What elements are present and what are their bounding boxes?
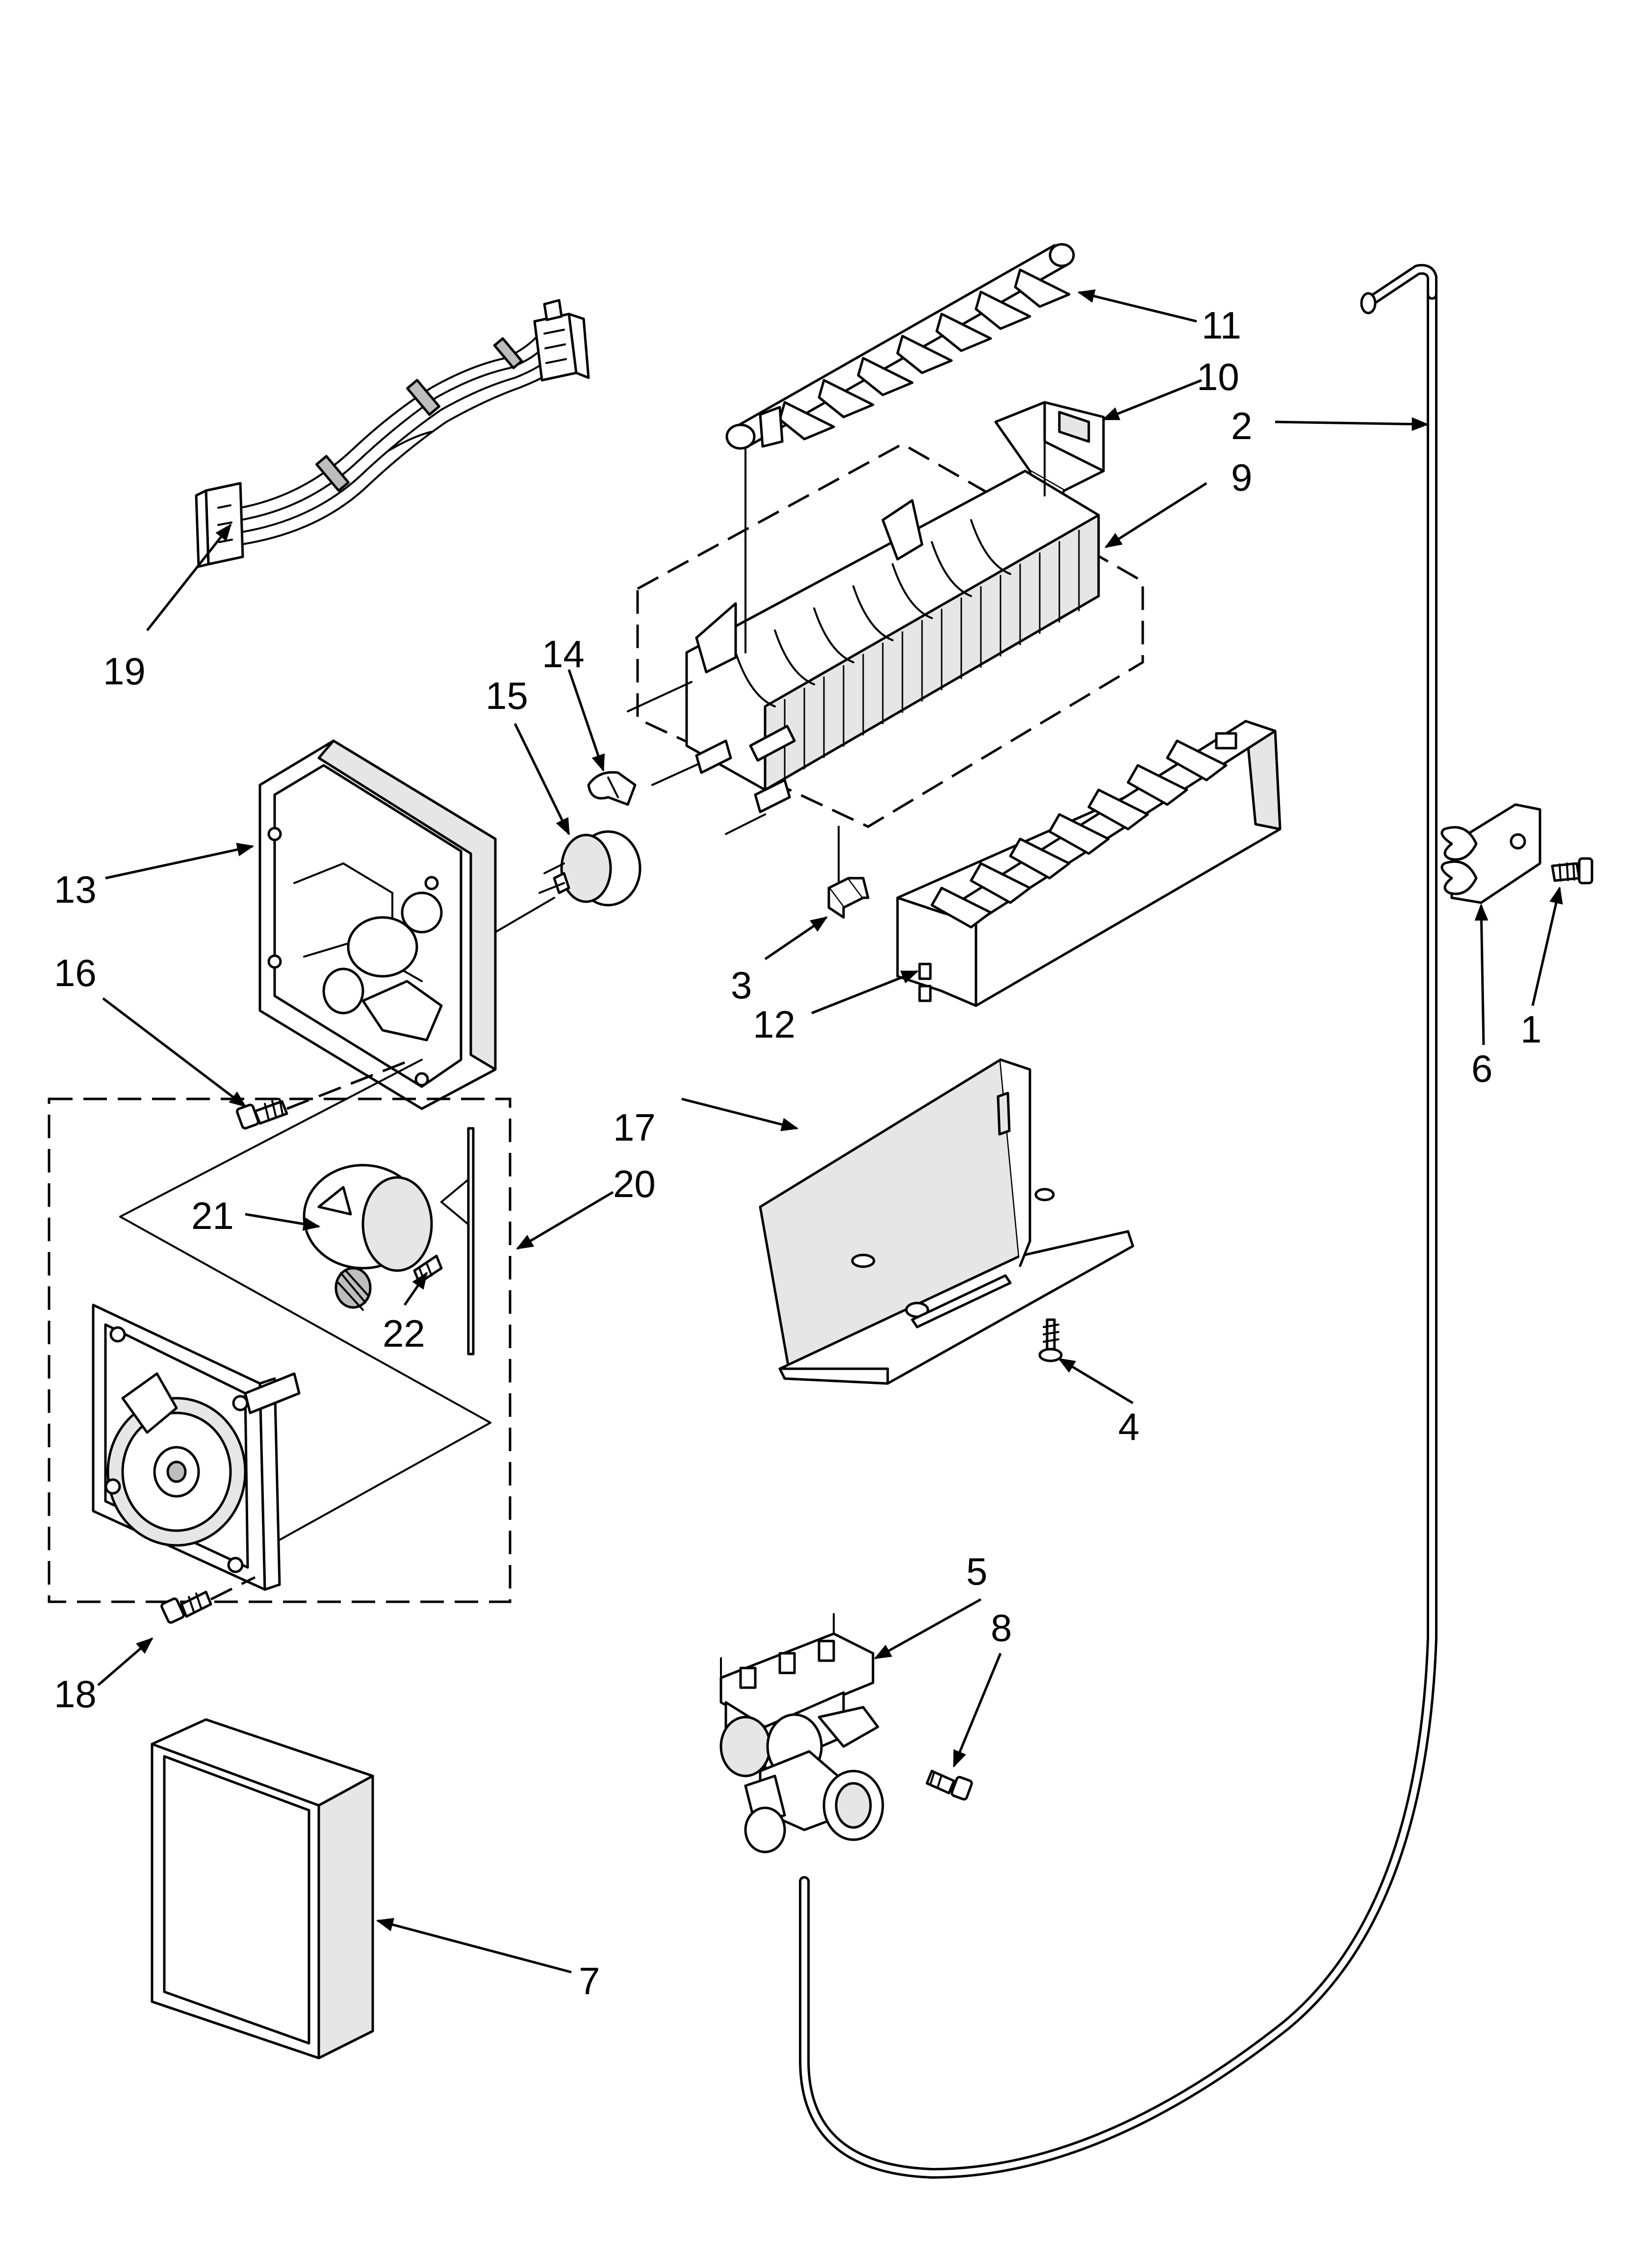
callout-16: 16 bbox=[54, 951, 97, 994]
callout-10: 10 bbox=[1197, 355, 1239, 398]
screw-part-1 bbox=[1551, 857, 1593, 885]
insulation-pad-part bbox=[151, 1718, 374, 2059]
callout-7: 7 bbox=[579, 1959, 600, 2003]
leader-12 bbox=[811, 970, 919, 1015]
callout-2: 2 bbox=[1231, 404, 1252, 447]
callout-20: 20 bbox=[613, 1162, 656, 1205]
callout-3: 3 bbox=[731, 964, 752, 1007]
ice-mold-part bbox=[627, 436, 1100, 884]
leader-17 bbox=[681, 1097, 799, 1131]
callout-labels: 11 10 2 9 19 14 15 13 3 12 16 1 6 17 20 … bbox=[54, 304, 1541, 2003]
callout-18: 18 bbox=[54, 1672, 97, 1716]
ice-mold-assembly-outline bbox=[636, 443, 1144, 828]
leader-19 bbox=[146, 523, 232, 631]
ejector-part bbox=[725, 243, 1075, 450]
callout-4: 4 bbox=[1118, 1405, 1139, 1448]
leader-5 bbox=[873, 1598, 982, 1660]
screw-part-4 bbox=[1038, 1318, 1063, 1362]
leader-4 bbox=[1057, 1357, 1134, 1405]
leader-lines bbox=[97, 289, 1563, 1974]
leader-21 bbox=[245, 1213, 321, 1231]
motor-part bbox=[303, 1127, 475, 1356]
leader-3 bbox=[764, 916, 828, 961]
leader-22 bbox=[403, 1272, 428, 1306]
leader-7 bbox=[376, 1918, 572, 1974]
leader-6 bbox=[1474, 903, 1488, 1045]
callout-5: 5 bbox=[966, 1550, 987, 1593]
callout-15: 15 bbox=[486, 674, 528, 717]
callout-13: 13 bbox=[54, 868, 97, 911]
callout-22: 22 bbox=[383, 1312, 425, 1355]
screw-part-8 bbox=[925, 1770, 973, 1801]
callout-1: 1 bbox=[1520, 1008, 1541, 1051]
leader-9 bbox=[1104, 482, 1207, 548]
leader-16 bbox=[102, 997, 247, 1108]
callout-12: 12 bbox=[753, 1003, 795, 1046]
callout-21: 21 bbox=[191, 1194, 234, 1237]
callout-9: 9 bbox=[1231, 456, 1252, 499]
leader-15 bbox=[513, 723, 570, 836]
screw-part-16 bbox=[236, 1058, 412, 1130]
leader-2 bbox=[1275, 417, 1429, 431]
motor-mounting-plate bbox=[92, 1303, 301, 1591]
clip-part-3 bbox=[827, 877, 870, 919]
callout-6: 6 bbox=[1471, 1047, 1492, 1090]
water-valve-part bbox=[719, 1613, 884, 1853]
water-tube-part bbox=[799, 264, 1437, 2179]
control-housing-part bbox=[258, 739, 555, 1110]
leader-13 bbox=[105, 842, 255, 880]
leader-18 bbox=[97, 1637, 154, 1686]
leader-10 bbox=[1102, 379, 1202, 421]
callout-8: 8 bbox=[991, 1606, 1012, 1649]
callout-19: 19 bbox=[103, 650, 146, 693]
cover-part bbox=[759, 1058, 1134, 1385]
clip-part-14 bbox=[587, 771, 637, 806]
leader-14 bbox=[567, 669, 605, 772]
callout-17: 17 bbox=[613, 1106, 656, 1149]
screw-part-18 bbox=[160, 1576, 256, 1624]
ice-stripper-part bbox=[896, 720, 1282, 1007]
tube-clamp-part bbox=[1440, 803, 1541, 904]
thermostat-part bbox=[539, 830, 641, 907]
callout-14: 14 bbox=[542, 632, 585, 676]
leader-8 bbox=[952, 1653, 1002, 1768]
wire-harness-part bbox=[195, 299, 590, 568]
callout-11: 11 bbox=[1202, 304, 1241, 347]
leader-11 bbox=[1077, 289, 1197, 323]
leader-1 bbox=[1531, 886, 1563, 1006]
leader-20 bbox=[515, 1191, 614, 1250]
